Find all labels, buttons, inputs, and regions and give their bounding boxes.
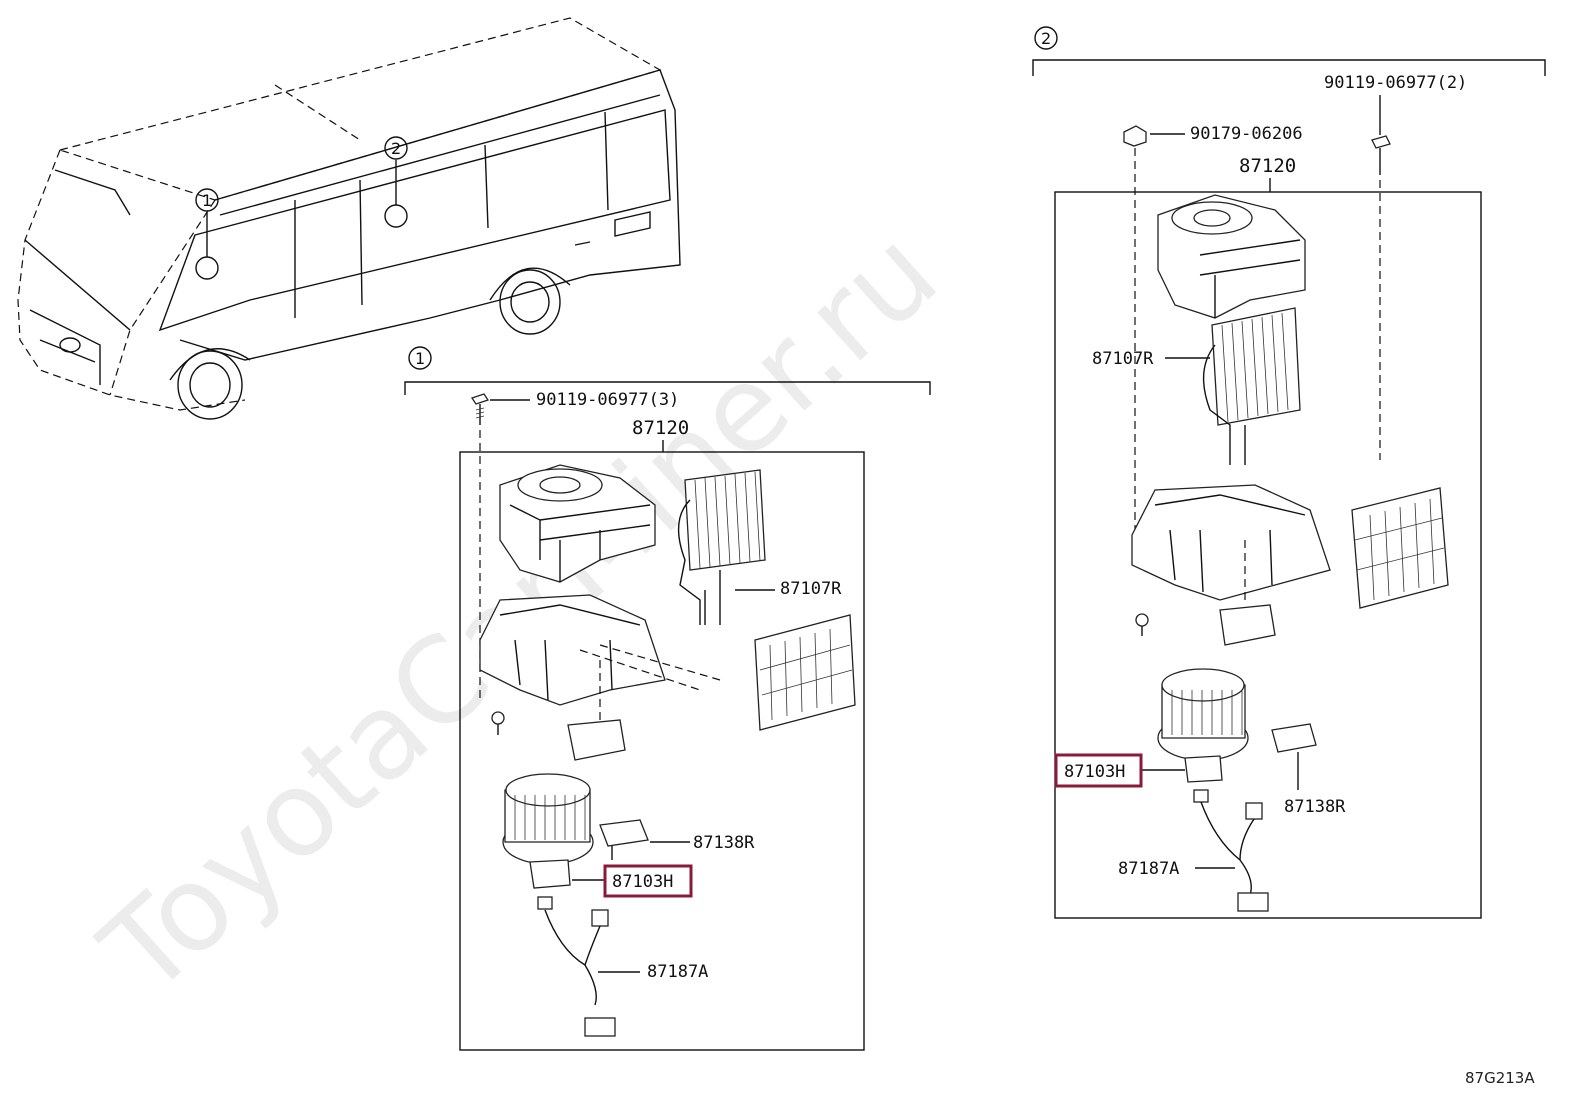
diagram-code: 87G213A (1465, 1069, 1535, 1087)
section-2-marker: 2 (1041, 29, 1051, 48)
evaporator-core (677, 469, 766, 625)
section-2-nut-label: 90179-06206 (1190, 124, 1303, 144)
vehicle-marker-1-label: 1 (202, 191, 212, 210)
section-2-assembly-frame (1054, 191, 1482, 919)
section-1-blower-motor-highlight[interactable] (603, 864, 693, 898)
filter-grille (754, 614, 856, 731)
section-2: 2 90119-06977(2) 90179-06206 87120 (1032, 26, 1546, 919)
screw-icon (1135, 613, 1149, 636)
section-2-blower-motor-label: 87103H (1064, 762, 1125, 782)
resistor (599, 819, 649, 860)
blower-case-lower (1131, 484, 1331, 601)
section-2-assembly-label: 87120 (1239, 155, 1296, 177)
blower-motor (502, 773, 594, 889)
section-1-blower-motor-label: 87103H (612, 872, 673, 892)
blower-motor (1157, 668, 1249, 783)
screw-icon (491, 711, 505, 735)
bolt-icon (1371, 135, 1391, 175)
bolt-icon (470, 393, 490, 425)
section-1-assembly-frame (459, 451, 865, 1051)
blower-case-upper (499, 464, 656, 583)
section-1-bolt-label: 90119-06977(3) (536, 390, 679, 410)
section-1-assembly-label: 87120 (632, 417, 689, 439)
section-2-evaporator-label: 87107R (1092, 349, 1154, 369)
wire-harness (1193, 789, 1269, 912)
section-2-resistor-label: 87138R (1284, 797, 1346, 817)
section-1-resistor-label: 87138R (693, 833, 755, 853)
vehicle-marker-2-label: 2 (391, 139, 401, 158)
wire-harness (537, 896, 616, 1037)
nut-icon (1123, 125, 1147, 147)
blower-case-upper (1157, 194, 1306, 319)
vehicle-illustration: 1 2 (17, 17, 681, 420)
section-1: 1 90119-06977(3) 87120 (404, 346, 931, 1051)
section-2-bolt-label: 90119-06977(2) (1324, 73, 1467, 93)
section-1-evaporator-label: 87107R (780, 579, 842, 599)
resistor (1271, 723, 1317, 790)
blower-case-lower (479, 594, 721, 706)
section-1-harness-label: 87187A (647, 962, 708, 982)
filter-grille (1351, 487, 1449, 609)
section-2-harness-label: 87187A (1118, 859, 1179, 879)
section-1-marker: 1 (415, 349, 425, 368)
evaporator-core (1202, 307, 1301, 465)
section-2-blower-motor-highlight[interactable] (1054, 753, 1143, 788)
